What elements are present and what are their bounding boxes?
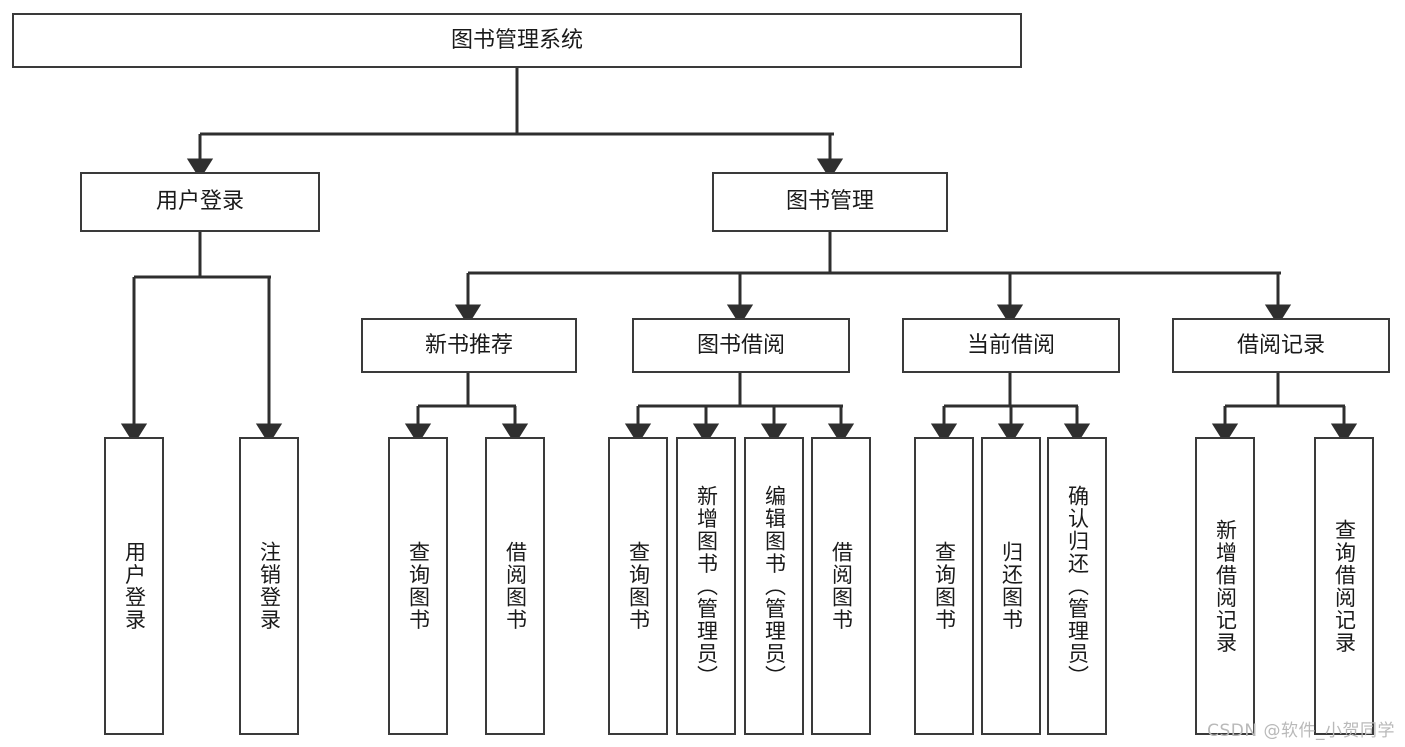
csdn-watermark: CSDN @软件_小贺同学 (1207, 721, 1395, 741)
node-label: 图书借阅 (696, 332, 785, 358)
leaf-query-book-new-book[interactable]: 查询图书 (388, 437, 448, 735)
node-label: 查询借阅记录 (1332, 518, 1357, 654)
node-label: 借阅图书 (503, 541, 528, 631)
node-label: 用户登录 (155, 189, 244, 215)
node-label: 新书推荐 (424, 332, 513, 358)
node-book-borrow[interactable]: 图书借阅 (632, 318, 850, 373)
node-label: 新增图书（管理员） (694, 484, 719, 688)
leaf-borrow-book-new-book[interactable]: 借阅图书 (485, 437, 545, 735)
node-label: 用户登录 (122, 541, 147, 631)
node-user-login[interactable]: 用户登录 (80, 172, 320, 232)
leaf-query-book-current[interactable]: 查询图书 (914, 437, 974, 735)
leaf-edit-book[interactable]: 编辑图书（管理员） (744, 437, 804, 735)
leaf-borrow-book[interactable]: 借阅图书 (811, 437, 871, 735)
node-label: 查询图书 (626, 541, 651, 631)
node-label: 图书管理 (785, 189, 874, 215)
node-borrow-record[interactable]: 借阅记录 (1172, 318, 1390, 373)
node-new-book-recommend[interactable]: 新书推荐 (361, 318, 577, 373)
node-label: 当前借阅 (966, 332, 1055, 358)
leaf-user-login[interactable]: 用户登录 (104, 437, 164, 735)
leaf-add-book[interactable]: 新增图书（管理员） (676, 437, 736, 735)
node-label: 注销登录 (257, 541, 282, 631)
node-label: 查询图书 (932, 541, 957, 631)
leaf-return-book[interactable]: 归还图书 (981, 437, 1041, 735)
node-current-borrow[interactable]: 当前借阅 (902, 318, 1120, 373)
leaf-query-borrow-record[interactable]: 查询借阅记录 (1314, 437, 1374, 735)
leaf-add-borrow-record[interactable]: 新增借阅记录 (1195, 437, 1255, 735)
node-label: 借阅图书 (829, 541, 854, 631)
node-label: 新增借阅记录 (1213, 518, 1238, 654)
node-label: 归还图书 (999, 541, 1024, 631)
leaf-query-book-borrow[interactable]: 查询图书 (608, 437, 668, 735)
node-label: 借阅记录 (1236, 332, 1325, 358)
node-label: 查询图书 (406, 541, 431, 631)
node-label: 编辑图书（管理员） (762, 484, 787, 688)
node-label: 图书管理系统 (450, 27, 583, 53)
leaf-logout-login[interactable]: 注销登录 (239, 437, 299, 735)
leaf-confirm-return[interactable]: 确认归还（管理员） (1047, 437, 1107, 735)
node-label: 确认归还（管理员） (1065, 484, 1090, 688)
node-root-book-management-system[interactable]: 图书管理系统 (12, 13, 1022, 68)
node-book-management[interactable]: 图书管理 (712, 172, 948, 232)
